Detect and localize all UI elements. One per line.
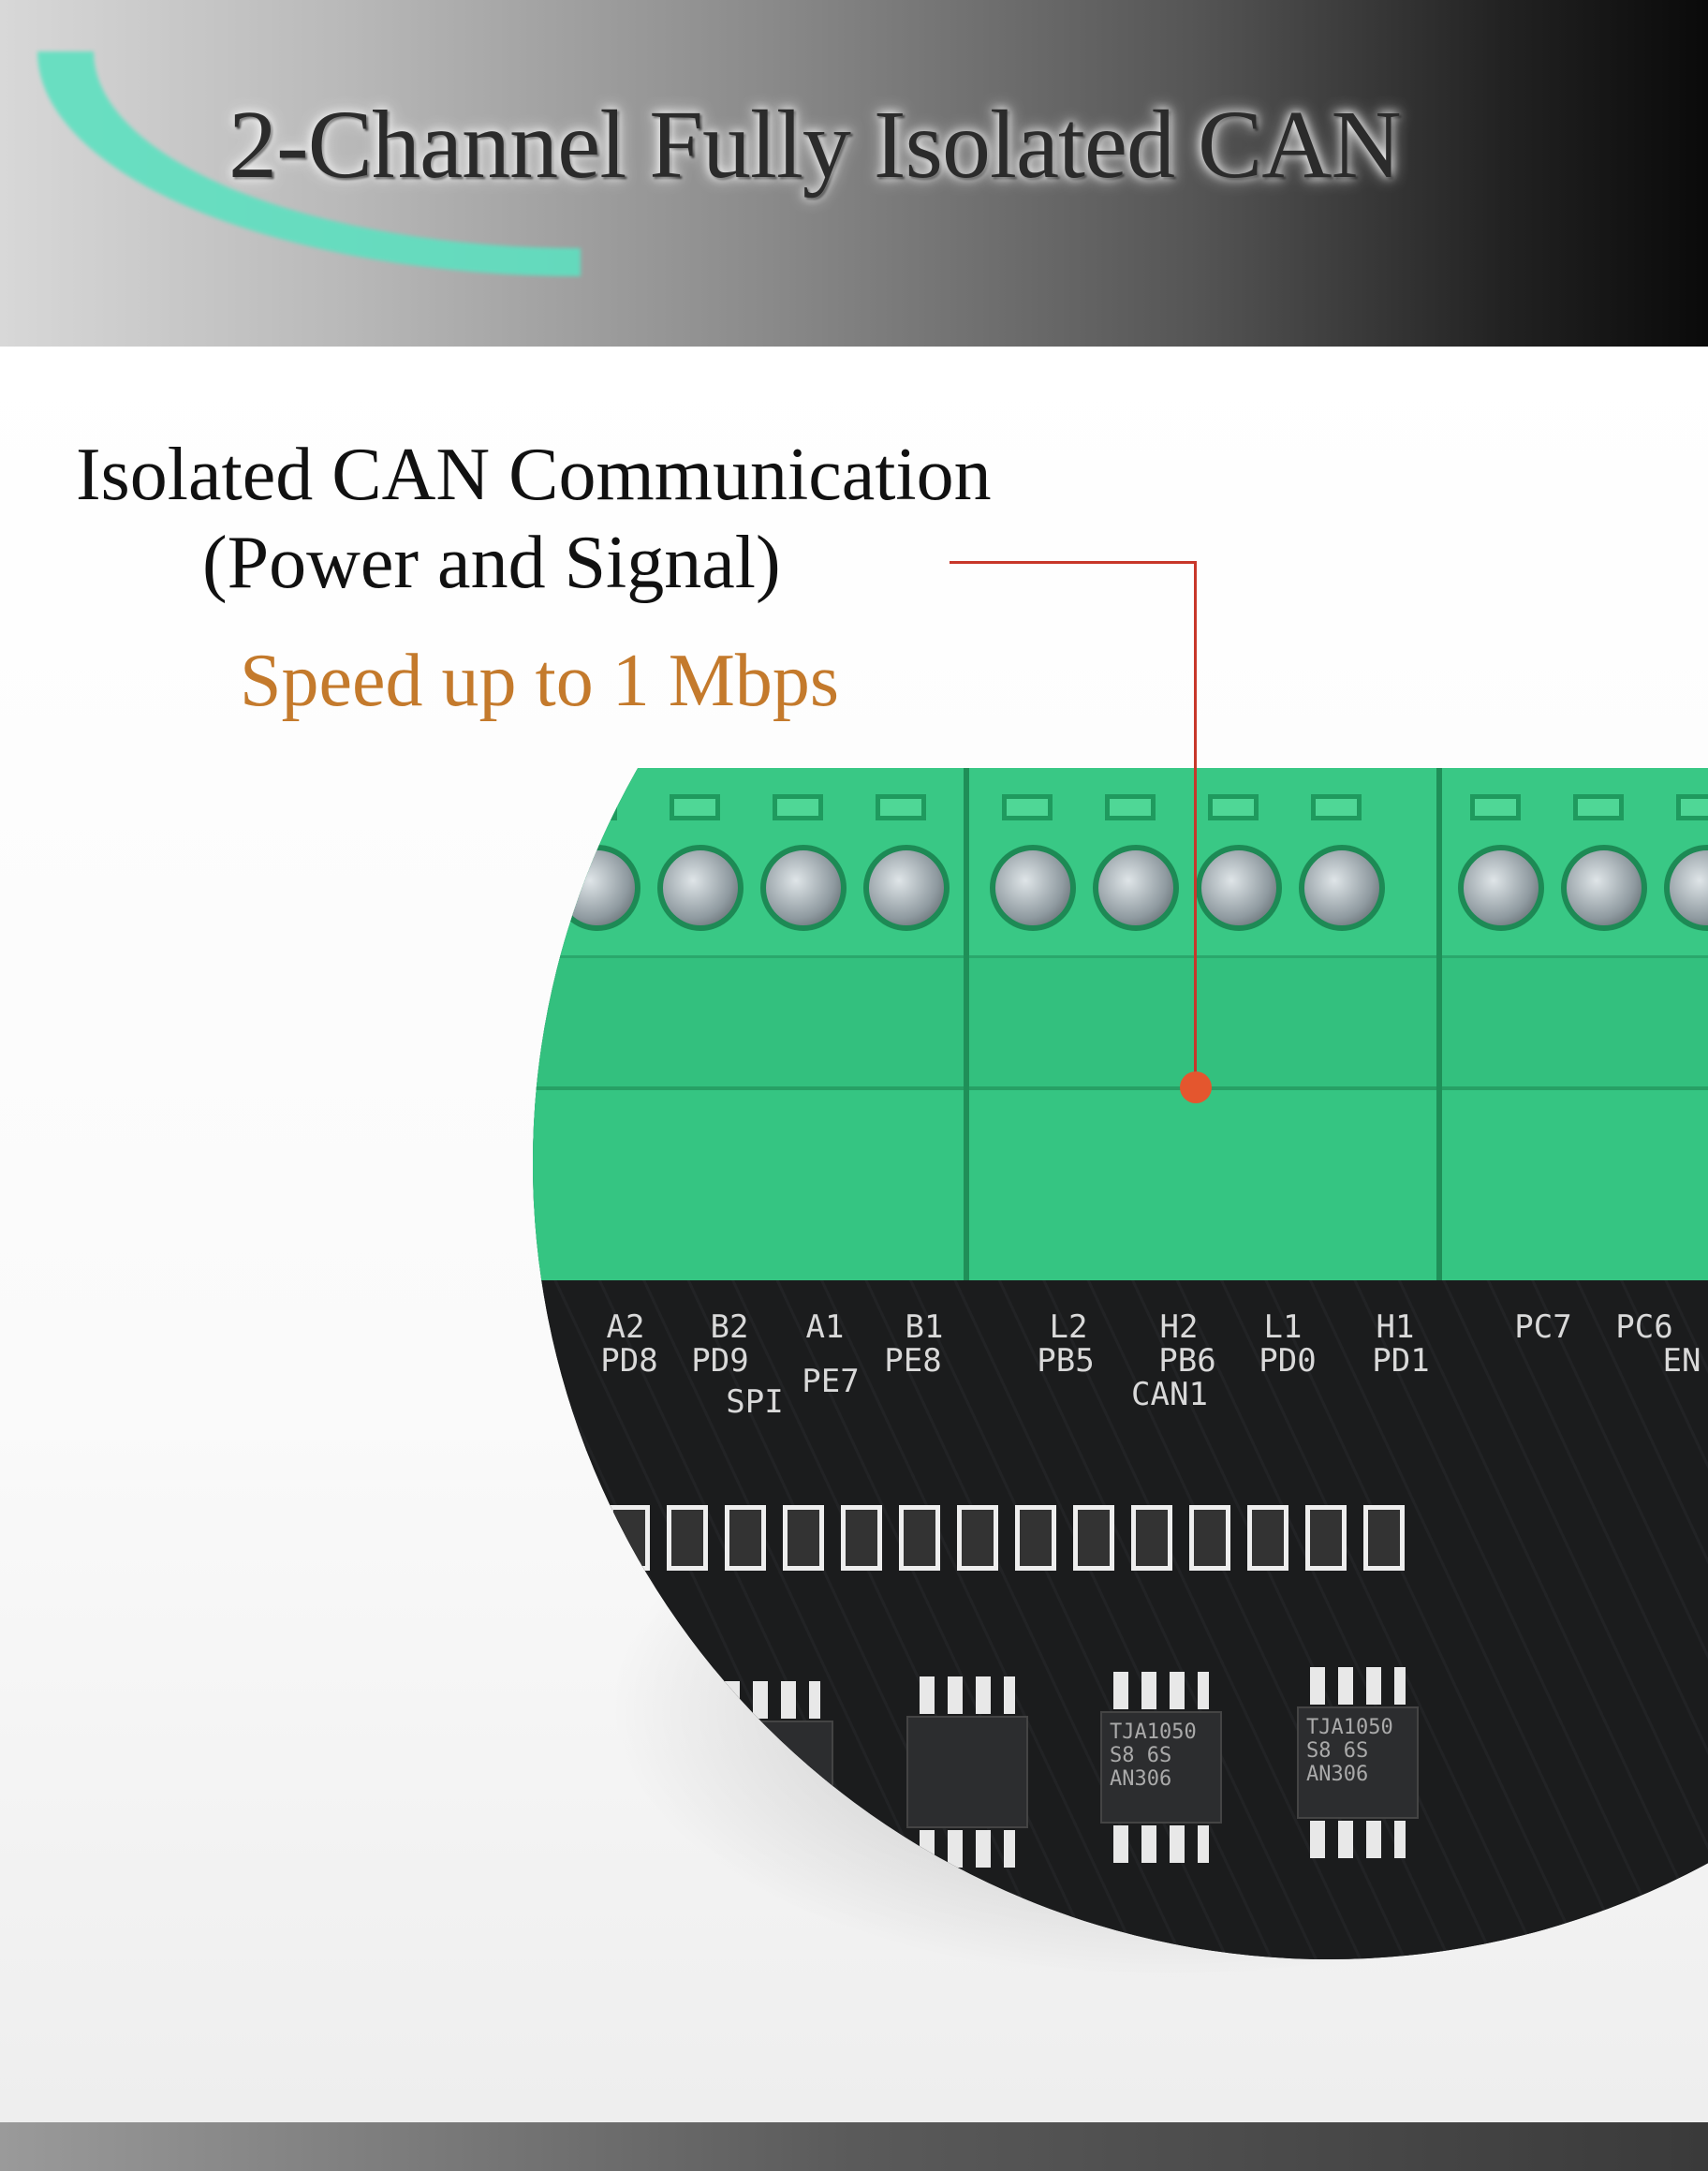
silkscreen-label: PC6 (1615, 1308, 1673, 1346)
smd-resistor (841, 1505, 882, 1571)
smd-resistor (1131, 1505, 1172, 1571)
terminal-block (533, 768, 969, 1284)
terminal-block (1442, 768, 1708, 1284)
silkscreen-label: A2 (606, 1308, 645, 1346)
screw-icon (1458, 845, 1544, 931)
terminal-tab (1676, 794, 1708, 820)
smd-resistor (1189, 1505, 1230, 1571)
chip-label: S8 6S (1306, 1739, 1369, 1763)
smd-resistor (1247, 1505, 1288, 1571)
page-title: 2-Channel Fully Isolated CAN (228, 91, 1402, 199)
header-banner: 2-Channel Fully Isolated CAN (0, 0, 1708, 347)
silkscreen-label: PB5 (1037, 1342, 1095, 1380)
terminal-tab (1002, 794, 1053, 820)
terminal-tab (670, 794, 720, 820)
silkscreen-label: A1 (805, 1308, 845, 1346)
terminal-tab (1105, 794, 1156, 820)
chip (906, 1676, 1028, 1868)
footer-bar (0, 2122, 1708, 2171)
silkscreen-label: PD0 (1259, 1342, 1317, 1380)
silkscreen-label: PD8 (600, 1342, 658, 1380)
screw-icon (1093, 845, 1179, 931)
screw-icon (1561, 845, 1647, 931)
screw-icon (863, 845, 950, 931)
terminal-tab (1573, 794, 1624, 820)
chip-label: AN306 (1306, 1763, 1369, 1786)
silkscreen-label: PD9 (691, 1342, 749, 1380)
smd-resistor (1363, 1505, 1405, 1571)
chip-tja1050: TJA1050 S8 6S AN306 (1100, 1672, 1222, 1863)
silkscreen-group-label: CAN1 (1131, 1376, 1208, 1413)
silkscreen-label: L1 (1263, 1308, 1303, 1346)
silkscreen-label: L2 (1049, 1308, 1088, 1346)
leader-line (950, 561, 1197, 564)
terminal-tab (773, 794, 823, 820)
screw-icon (1196, 845, 1282, 931)
smd-resistor (1073, 1505, 1114, 1571)
silkscreen-label: PB6 (1158, 1342, 1216, 1380)
smd-resistor (899, 1505, 940, 1571)
terminal-tab (1470, 794, 1521, 820)
feature-speed: Speed up to 1 Mbps (240, 640, 839, 722)
silkscreen-label: EN (1662, 1342, 1701, 1380)
silkscreen-label: PD1 (1372, 1342, 1430, 1380)
smd-resistor (725, 1505, 766, 1571)
silkscreen-label: PE7 (802, 1363, 860, 1400)
smd-resistor (1015, 1505, 1056, 1571)
silkscreen-label: H2 (1159, 1308, 1199, 1346)
silkscreen-label: B1 (905, 1308, 944, 1346)
chip-label: AN306 (1110, 1767, 1172, 1791)
silkscreen-label: B2 (710, 1308, 749, 1346)
terminal-tab (1208, 794, 1259, 820)
feature-subheading: (Power and Signal) (202, 522, 781, 604)
callout-dot (1180, 1071, 1212, 1103)
silkscreen-group-label: SPI (726, 1383, 784, 1421)
leader-line (1194, 561, 1197, 1086)
silkscreen-label: H1 (1376, 1308, 1415, 1346)
terminal-tab (876, 794, 926, 820)
silkscreen-label: PE8 (884, 1342, 942, 1380)
smd-resistor (667, 1505, 708, 1571)
smd-resistor (783, 1505, 824, 1571)
chip-tja1050: TJA1050 S8 6S AN306 (1297, 1667, 1419, 1858)
screw-icon (990, 845, 1076, 931)
chip-label: TJA1050 (1306, 1716, 1393, 1739)
feature-heading: Isolated CAN Communication (76, 434, 992, 516)
smd-resistor (1305, 1505, 1347, 1571)
screw-icon (760, 845, 847, 931)
smd-resistor (957, 1505, 998, 1571)
terminal-tab (1311, 794, 1362, 820)
screw-icon (657, 845, 744, 931)
chip-label: S8 6S (1110, 1744, 1172, 1767)
screw-icon (1299, 845, 1385, 931)
chip-label: TJA1050 (1110, 1721, 1197, 1744)
silkscreen-label: PC7 (1514, 1308, 1572, 1346)
